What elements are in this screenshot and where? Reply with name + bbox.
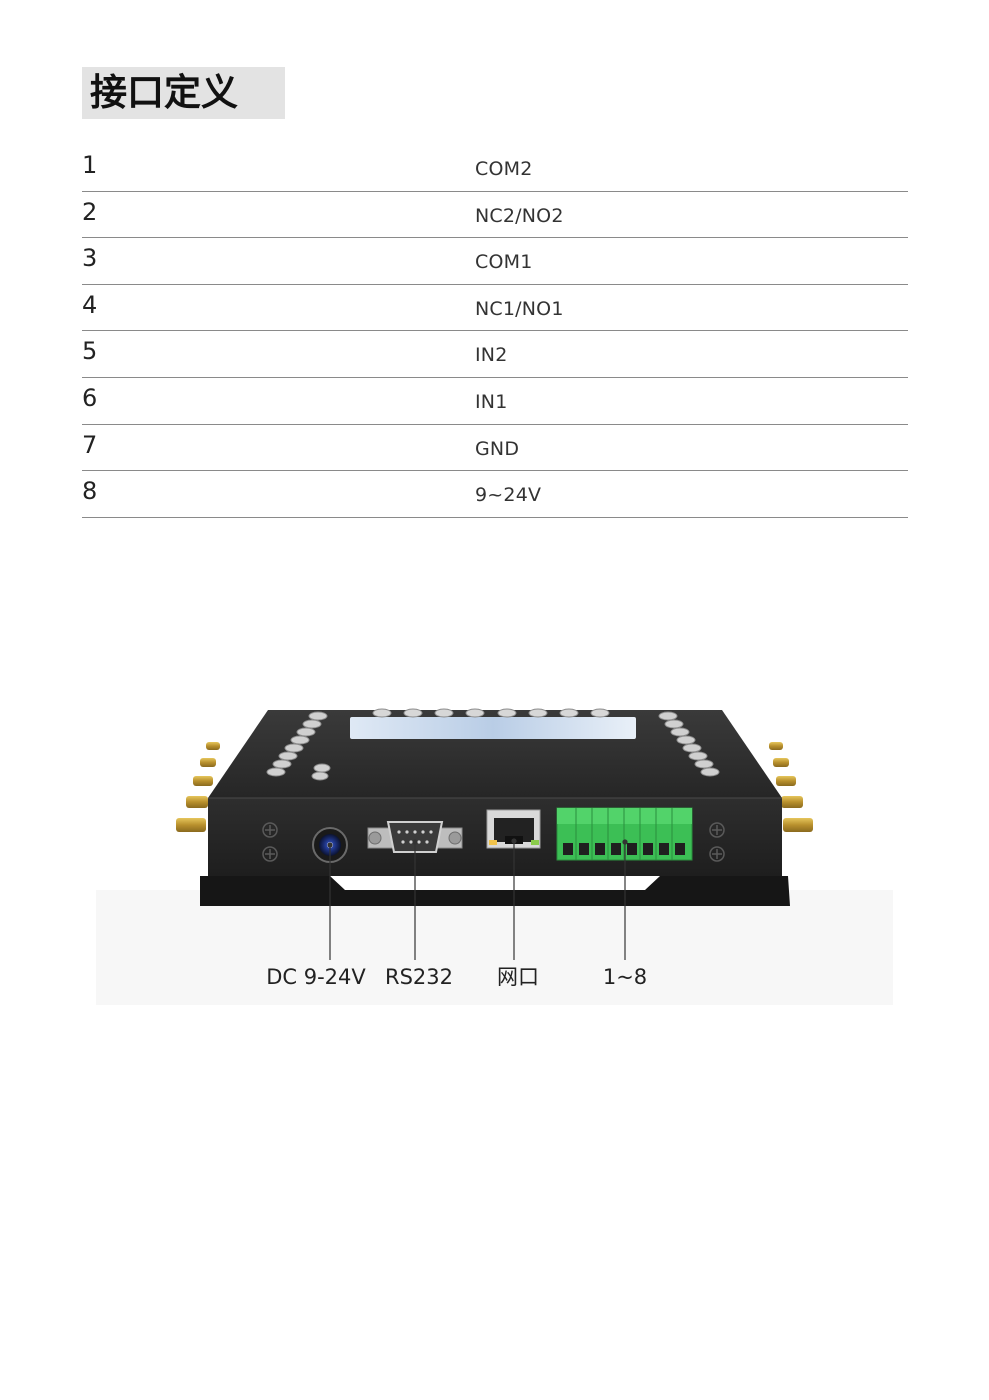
callout-serial-label: RS232 [384, 965, 454, 989]
pin-number: 2 [82, 197, 98, 226]
pin-signal: 9~24V [475, 484, 542, 507]
device-rear-panel-photo [96, 708, 893, 1005]
floor-shadow [96, 890, 893, 1005]
table-row: 7 GND [82, 425, 908, 472]
top-antenna-ports [372, 708, 610, 718]
pin-number: 5 [82, 337, 98, 366]
table-row: 2 NC2/NO2 [82, 192, 908, 239]
left-top-ports [266, 711, 331, 781]
right-top-ports [658, 711, 720, 777]
rs232-port [367, 821, 463, 853]
callout-leaders [327, 838, 628, 960]
right-antenna-connectors [769, 742, 813, 832]
pin-signal: NC2/NO2 [475, 204, 564, 227]
pin-number: 4 [82, 290, 98, 319]
pin-number: 7 [82, 430, 98, 459]
device-top-label [350, 717, 636, 739]
table-row: 4 NC1/NO1 [82, 285, 908, 332]
mounting-base [200, 876, 790, 906]
table-row: 6 IN1 [82, 378, 908, 425]
table-row: 1 COM2 [82, 145, 908, 192]
pin-signal: IN2 [475, 344, 508, 367]
left-antenna-connectors [176, 742, 220, 832]
section-title-box: 接口定义 [82, 67, 285, 119]
pin-number: 1 [82, 151, 98, 179]
table-row: 3 COM1 [82, 238, 908, 285]
callout-terminals-label: 1~8 [602, 965, 648, 989]
pin-signal: IN1 [475, 390, 508, 413]
callout-power-label: DC 9-24V [266, 965, 366, 989]
pin-signal: GND [475, 437, 520, 460]
pin-signal: COM2 [475, 158, 533, 180]
pin-number: 6 [82, 383, 98, 412]
pin-number: 3 [82, 244, 98, 273]
panel-screws [262, 822, 725, 862]
pin-signal: COM1 [475, 251, 533, 274]
table-row: 8 9~24V [82, 471, 908, 518]
table-row: 5 IN2 [82, 331, 908, 378]
pin-number: 8 [82, 477, 98, 506]
section-title: 接口定义 [90, 71, 238, 114]
pin-definition-table: 1 COM2 2 NC2/NO2 3 COM1 4 NC1/NO1 5 IN2 … [82, 145, 908, 518]
callout-network-label: 网口 [497, 965, 539, 989]
pin-signal: NC1/NO1 [475, 297, 564, 320]
